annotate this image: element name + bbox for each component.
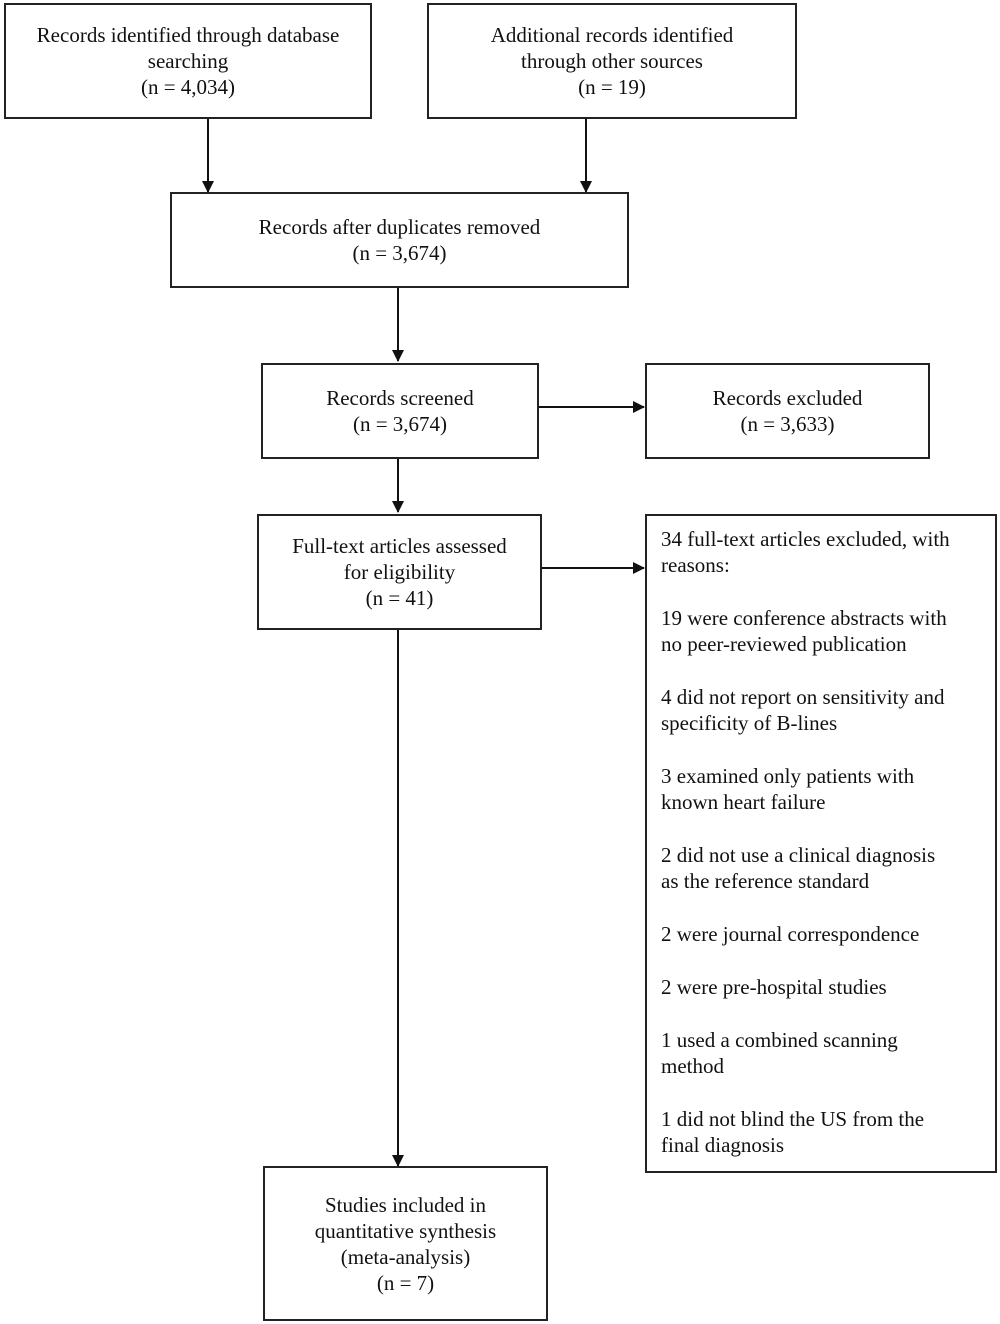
exclusion-reason-not-blinded: 1 did not blind the US from the final di… <box>661 1106 981 1158</box>
records-excluded-label: Records excluded <box>712 386 863 410</box>
records-screened-count: (n = 3,674) <box>352 412 448 436</box>
database-records-line-1: Records identified through database <box>36 23 340 47</box>
records-excluded-count: (n = 3,633) <box>740 412 835 436</box>
fulltext-excluded-title-line-1: 34 full-text articles excluded, with <box>661 527 950 551</box>
reason-line: 1 used a combined scanning <box>661 1028 898 1052</box>
exclusion-reason-pre-hospital: 2 were pre-hospital studies <box>661 974 981 1000</box>
database-records-count: (n = 4,034) <box>140 75 236 99</box>
exclusion-reason-combined-scanning: 1 used a combined scanning method <box>661 1027 981 1079</box>
duplicates-removed-label: Records after duplicates removed <box>258 215 541 239</box>
studies-included-box: Studies included in quantitative synthes… <box>263 1166 548 1321</box>
reason-line: 3 examined only patients with <box>661 764 915 788</box>
other-sources-records-box: Additional records identified through ot… <box>427 3 797 119</box>
studies-included-line-3: (meta-analysis) <box>340 1244 471 1269</box>
exclusion-reason-known-heart-failure: 3 examined only patients with known hear… <box>661 763 981 815</box>
reason-line: specificity of B-lines <box>661 711 838 735</box>
reason-line: 19 were conference abstracts with <box>661 606 947 630</box>
reason-line: 2 were journal correspondence <box>661 922 920 946</box>
exclusion-reason-journal-correspondence: 2 were journal correspondence <box>661 921 981 947</box>
fulltext-excluded-box: 34 full-text articles excluded, with rea… <box>645 514 997 1173</box>
studies-included-line-2: quantitative synthesis <box>314 1218 497 1243</box>
records-screened-box: Records screened (n = 3,674) <box>261 363 539 459</box>
database-records-line-2: searching <box>147 49 229 73</box>
exclusion-reason-no-clinical-diagnosis: 2 did not use a clinical diagnosis as th… <box>661 842 981 894</box>
reason-line: method <box>661 1054 724 1078</box>
duplicates-removed-count: (n = 3,674) <box>352 241 447 265</box>
duplicates-removed-box: Records after duplicates removed (n = 3,… <box>170 192 629 288</box>
reason-line: final diagnosis <box>661 1133 785 1157</box>
fulltext-excluded-title-line-2: reasons: <box>661 553 730 577</box>
records-screened-label: Records screened <box>326 386 474 410</box>
reason-line: no peer-reviewed publication <box>661 632 907 656</box>
exclusion-reason-no-sensitivity-specificity: 4 did not report on sensitivity and spec… <box>661 684 981 736</box>
reason-line: 1 did not blind the US from the <box>661 1107 925 1131</box>
records-excluded-box: Records excluded (n = 3,633) <box>645 363 930 459</box>
other-sources-line-2: through other sources <box>521 49 703 73</box>
eligibility-line-1: Full-text articles assessed <box>292 534 507 558</box>
reason-line: 2 did not use a clinical diagnosis <box>661 843 936 867</box>
reason-line: known heart failure <box>661 790 826 814</box>
eligibility-count: (n = 41) <box>365 586 434 610</box>
other-sources-count: (n = 19) <box>578 75 646 99</box>
other-sources-line-1: Additional records identified <box>490 23 734 47</box>
fulltext-excluded-title: 34 full-text articles excluded, with rea… <box>661 526 981 578</box>
database-records-box: Records identified through database sear… <box>4 3 372 119</box>
eligibility-box: Full-text articles assessed for eligibil… <box>257 514 542 630</box>
studies-included-line-1: Studies included in <box>325 1192 486 1217</box>
reason-line: 2 were pre-hospital studies <box>661 975 887 999</box>
exclusion-reason-conference-abstracts: 19 were conference abstracts with no pee… <box>661 605 981 657</box>
reason-line: 4 did not report on sensitivity and <box>661 685 945 709</box>
eligibility-line-2: for eligibility <box>343 560 456 584</box>
reason-line: as the reference standard <box>661 869 870 893</box>
studies-included-count: (n = 7) <box>376 1270 435 1295</box>
